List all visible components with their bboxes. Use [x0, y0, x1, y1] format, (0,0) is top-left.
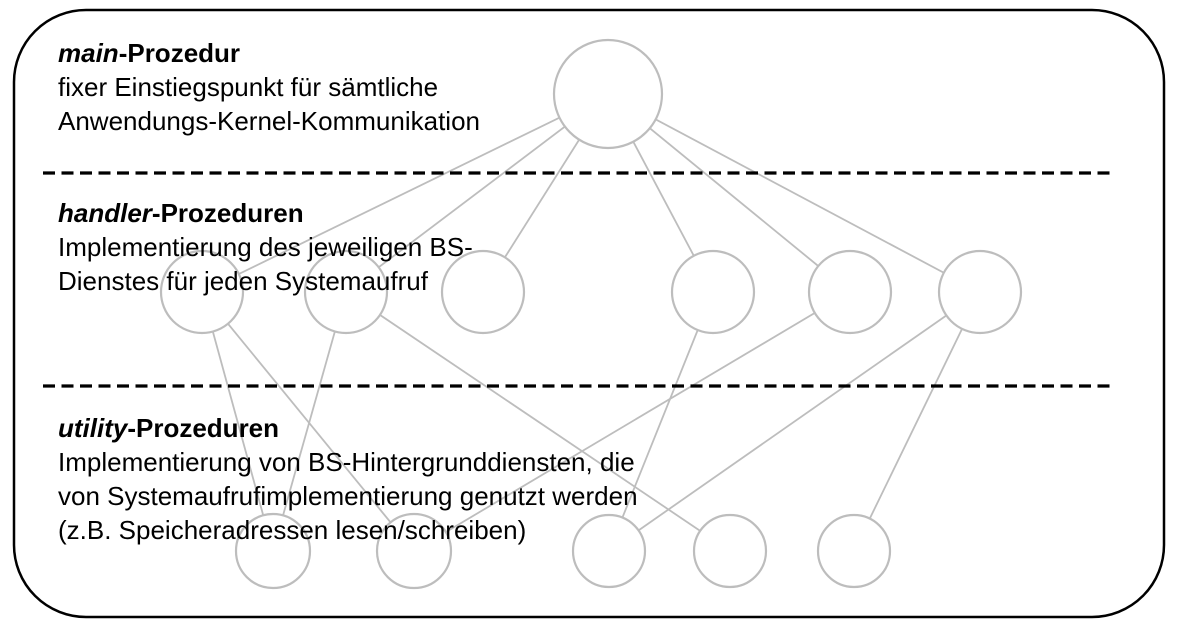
layer-heading-main-italic: main — [58, 38, 119, 68]
layer-heading-utility-rest: -Prozeduren — [127, 413, 280, 443]
utility-procedure-node-3 — [571, 513, 647, 589]
handler-procedure-node-4 — [670, 249, 756, 335]
handler-procedure-node-2 — [303, 249, 389, 335]
layer-heading-utility-italic: utility — [58, 413, 128, 443]
utility-procedure-node-4 — [692, 513, 768, 589]
layer-description-line: Anwendungs-Kernel-Kommunikation — [58, 106, 481, 136]
call-edge-h1-u1 — [201, 291, 274, 552]
handler-procedure-node-5 — [807, 249, 893, 335]
utility-procedure-node-1 — [234, 512, 312, 590]
layer-heading-handler: handler-Prozeduren — [58, 196, 473, 230]
outer-border — [12, 8, 1166, 619]
handler-procedure-node-3 — [440, 249, 526, 335]
layer-label-main: main-Prozedur fixer Einstiegspunkt für s… — [58, 36, 480, 138]
utility-procedure-node-2 — [375, 512, 453, 590]
handler-procedure-node-6 — [937, 249, 1023, 335]
call-edge-h1-u2 — [201, 291, 415, 552]
call-edge-h6-u3 — [608, 291, 981, 552]
call-edges — [201, 93, 981, 552]
layer-description-line: Dienstes für jeden Systemaufruf — [58, 266, 428, 296]
procedure-nodes — [159, 38, 1023, 590]
layer-heading-handler-italic: handler — [58, 198, 152, 228]
layer-description-line: Implementierung des jeweiligen BS- — [58, 232, 473, 262]
layer-separators — [43, 171, 1110, 388]
call-edge-main-h1 — [201, 93, 609, 293]
main-procedure-node — [552, 38, 664, 150]
layer-heading-main: main-Prozedur — [58, 36, 480, 70]
layer-heading-main-rest: -Prozedur — [118, 38, 241, 68]
layer-description-line: von Systemaufrufimplementierung genutzt … — [58, 481, 638, 511]
call-edge-h2-u4 — [345, 291, 731, 552]
rounded-border-rect — [12, 8, 1166, 619]
call-edge-h5-u2 — [413, 291, 851, 552]
utility-procedure-node-5 — [816, 513, 892, 589]
call-edge-h2-u1 — [272, 291, 347, 552]
handler-procedure-node-1 — [159, 249, 245, 335]
layer-label-utility: utility-Prozeduren Implementierung von B… — [58, 411, 638, 547]
layer-label-handler: handler-Prozeduren Implementierung des j… — [58, 196, 473, 298]
layer-heading-utility: utility-Prozeduren — [58, 411, 638, 445]
call-edge-h6-u5 — [853, 291, 981, 552]
call-edge-main-h6 — [607, 93, 981, 293]
layer-description-line: (z.B. Speicheradressen lesen/schreiben) — [58, 515, 527, 545]
layer-description-line: Implementierung von BS-Hintergrunddienst… — [58, 447, 635, 477]
layer-heading-handler-rest: -Prozeduren — [151, 198, 304, 228]
call-edge-h4-u3 — [608, 291, 714, 552]
layer-description-line: fixer Einstiegspunkt für sämtliche — [58, 72, 439, 102]
